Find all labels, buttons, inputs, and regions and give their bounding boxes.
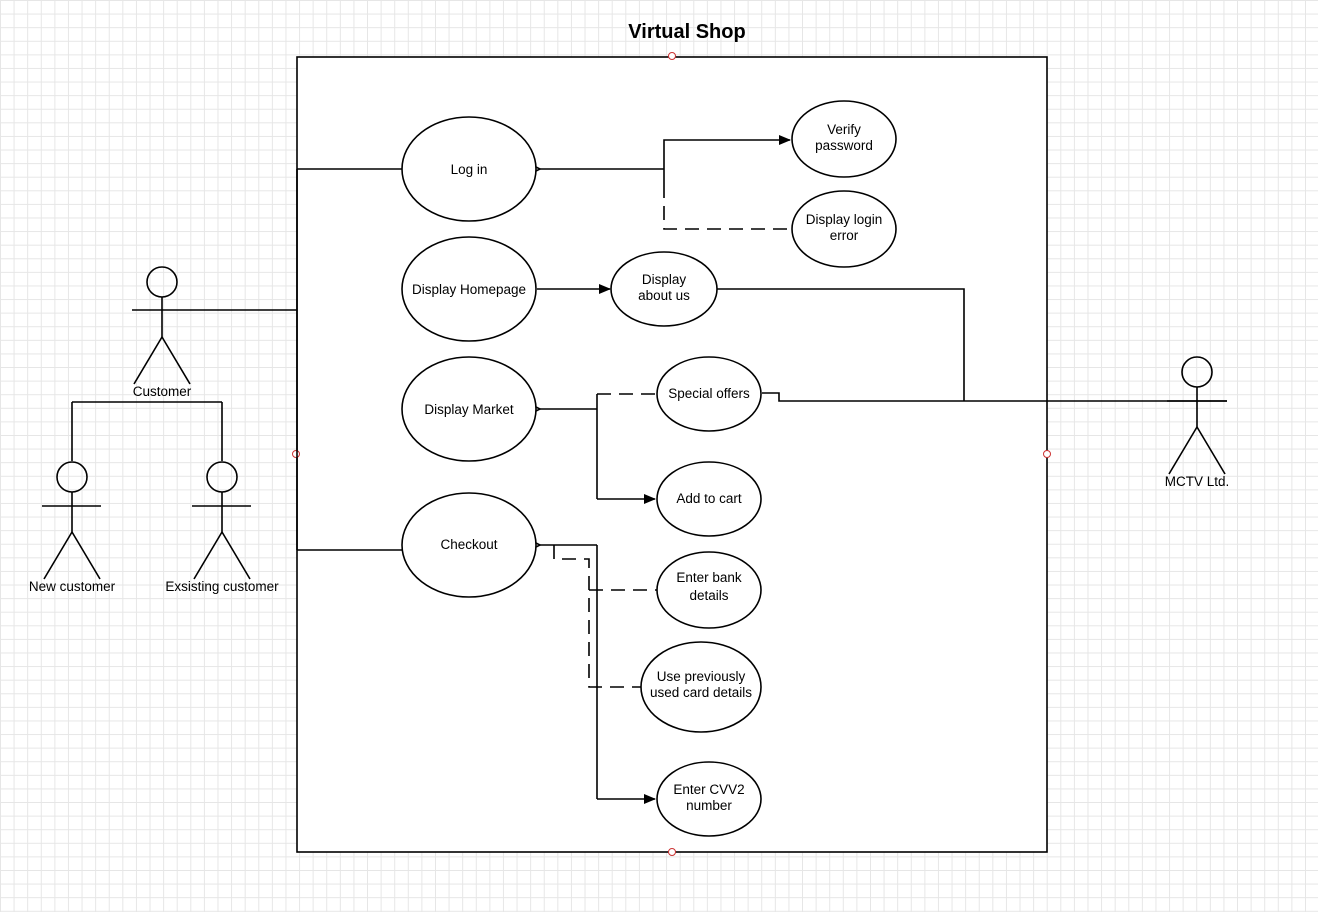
use-case-special-offers[interactable]: Special offers [656,356,762,432]
use-case-add-to-cart[interactable]: Add to cart [656,461,762,537]
mctv-association-line[interactable] [762,392,1227,402]
homepage-connectors [537,284,965,401]
use-case-use-previously-used-card-details-label-line-1: Use previously [657,669,746,684]
use-case-display-login-error-label-line-1: Display login [806,212,883,227]
use-case-enter-bank-details-label-line-1: Enter bank [676,570,742,585]
use-case-enter-cvv2-number-label-line-2: number [686,798,732,813]
use-case-display-market-ellipse [401,356,537,462]
use-case-display-homepage-ellipse [401,236,537,342]
use-case-verify-password-label-line-2: password [815,138,873,153]
use-case-enter-cvv2-number-ellipse [656,761,762,837]
use-case-use-previously-used-card-details-label-line-2: used card details [650,685,752,700]
selection-handle-right[interactable] [1043,450,1051,458]
use-case-log-in-ellipse [401,116,537,222]
use-case-checkout-label: Checkout [440,537,497,552]
stick-figure-icon [192,461,251,580]
use-case-display-homepage[interactable]: Display Homepage [401,236,537,342]
generalisation-connectors [71,401,223,461]
use-case-enter-bank-details-label-line-2: details [689,588,728,603]
selection-handle-left[interactable] [292,450,300,458]
use-case-display-login-error-ellipse [791,190,897,268]
use-case-display-market-label: Display Market [424,402,514,417]
actor-customer-label: Customer [133,384,192,399]
use-case-display-about-us[interactable]: Display about us [610,251,718,327]
customer-connectors [191,168,402,551]
selection-handle-top[interactable] [668,52,676,60]
about-us-mctv-line[interactable] [717,288,965,401]
use-case-add-to-cart-label: Add to cart [676,491,742,506]
use-case-checkout-ellipse [401,492,537,598]
use-case-add-to-cart-ellipse [656,461,762,537]
use-case-display-about-us-ellipse [610,251,718,327]
use-case-enter-bank-details-ellipse [656,551,762,629]
actor-customer[interactable]: Customer [132,266,192,399]
use-case-special-offers-label: Special offers [668,386,750,401]
stick-figure-icon [132,266,191,385]
checkout-card-details-dashed-line[interactable] [553,545,642,688]
use-case-display-about-us-label-line-2: about us [638,288,690,303]
use-case-enter-cvv2-number[interactable]: Enter CVV2 number [656,761,762,837]
use-case-use-previously-used-card-details-ellipse [640,641,762,733]
use-case-verify-password-label-line-1: Verify [827,122,861,137]
use-case-display-homepage-label: Display Homepage [412,282,526,297]
login-verify-arrow[interactable] [663,135,791,184]
stick-figure-icon [1167,356,1227,475]
actor-mctv[interactable]: MCTV Ltd. [1165,356,1230,489]
checkout-connectors [540,545,657,804]
login-connectors [540,135,792,230]
selection-handle-bottom[interactable] [668,848,676,856]
actor-new-customer-label: New customer [29,579,116,594]
use-case-log-in-label: Log in [451,162,488,177]
actor-existing-customer[interactable]: Exsisting customer [165,461,279,594]
use-case-checkout[interactable]: Checkout [401,492,537,598]
diagram-title: Virtual Shop [628,21,745,43]
use-case-log-in[interactable]: Log in [401,116,537,222]
actor-mctv-label: MCTV Ltd. [1165,474,1230,489]
use-case-enter-cvv2-number-label-line-1: Enter CVV2 [673,782,744,797]
use-case-use-previously-used-card-details[interactable]: Use previously used card details [640,641,762,733]
use-case-display-login-error[interactable]: Display login error [791,190,897,268]
use-case-verify-password[interactable]: Verify password [791,100,897,178]
use-case-display-login-error-label-line-2: error [830,228,859,243]
login-error-dashed-line[interactable] [663,184,792,230]
market-connectors [540,393,657,504]
actor-existing-customer-label: Exsisting customer [165,579,279,594]
stick-figure-icon [42,461,101,580]
use-case-special-offers-ellipse [656,356,762,432]
use-case-display-about-us-label-line-1: Display [642,272,687,287]
use-case-verify-password-ellipse [791,100,897,178]
use-case-display-market[interactable]: Display Market [401,356,537,462]
actor-new-customer[interactable]: New customer [29,461,116,594]
use-case-enter-bank-details[interactable]: Enter bank details [656,551,762,629]
